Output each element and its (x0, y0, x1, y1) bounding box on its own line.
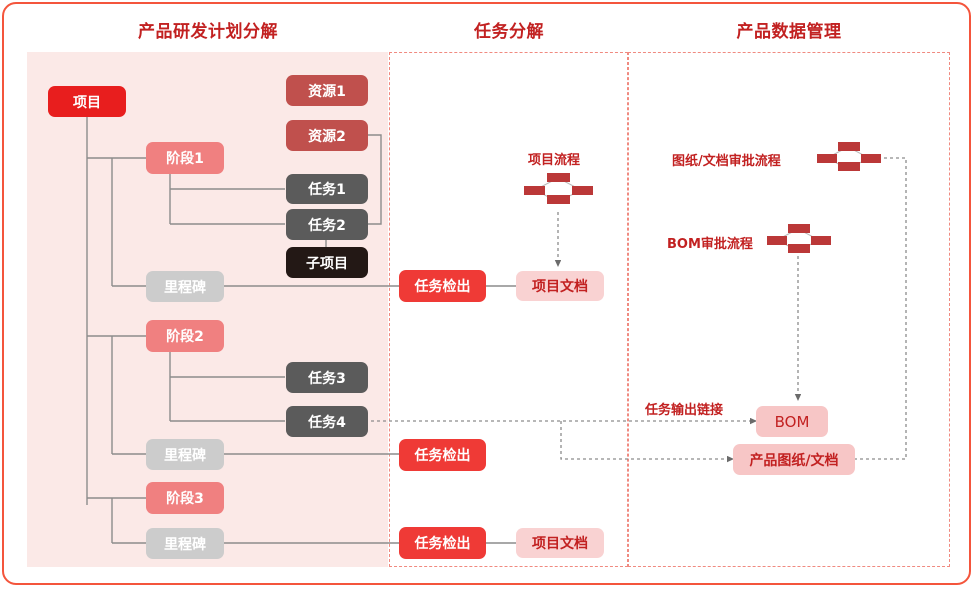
panel-pdm (628, 52, 950, 567)
node-task4[interactable]: 任务4 (286, 406, 368, 437)
section-title-pdm: 产品数据管理 (736, 22, 842, 42)
node-resource2[interactable]: 资源2 (286, 120, 368, 151)
section-title-task: 任务分解 (474, 22, 544, 42)
node-project-doc-2[interactable]: 项目文档 (516, 528, 604, 558)
label-bom-approval-flow: BOM审批流程 (667, 237, 753, 252)
node-task1[interactable]: 任务1 (286, 174, 368, 204)
node-product-document[interactable]: 产品图纸/文档 (733, 444, 855, 475)
node-checkout-3[interactable]: 任务检出 (399, 527, 486, 559)
node-task2[interactable]: 任务2 (286, 209, 368, 240)
node-bom[interactable]: BOM (756, 406, 828, 437)
label-project-flow: 项目流程 (528, 153, 581, 168)
node-phase3[interactable]: 阶段3 (146, 482, 224, 514)
node-project-doc-1[interactable]: 项目文档 (516, 271, 604, 301)
node-resource1[interactable]: 资源1 (286, 75, 368, 106)
node-phase2[interactable]: 阶段2 (146, 320, 224, 352)
node-task3[interactable]: 任务3 (286, 362, 368, 393)
node-checkout-1[interactable]: 任务检出 (399, 270, 486, 302)
label-drawing-approval-flow: 图纸/文档审批流程 (672, 154, 781, 169)
panel-task (389, 52, 628, 567)
node-checkout-2[interactable]: 任务检出 (399, 439, 486, 471)
node-project[interactable]: 项目 (48, 86, 126, 117)
label-task-output-link: 任务输出链接 (645, 403, 724, 418)
node-milestone-1[interactable]: 里程碑 (146, 271, 224, 302)
outer-frame (2, 2, 971, 585)
node-milestone-3[interactable]: 里程碑 (146, 528, 224, 559)
node-milestone-2[interactable]: 里程碑 (146, 439, 224, 470)
node-phase1[interactable]: 阶段1 (146, 142, 224, 174)
section-title-wbs: 产品研发计划分解 (138, 22, 278, 42)
node-subproject[interactable]: 子项目 (286, 247, 368, 278)
